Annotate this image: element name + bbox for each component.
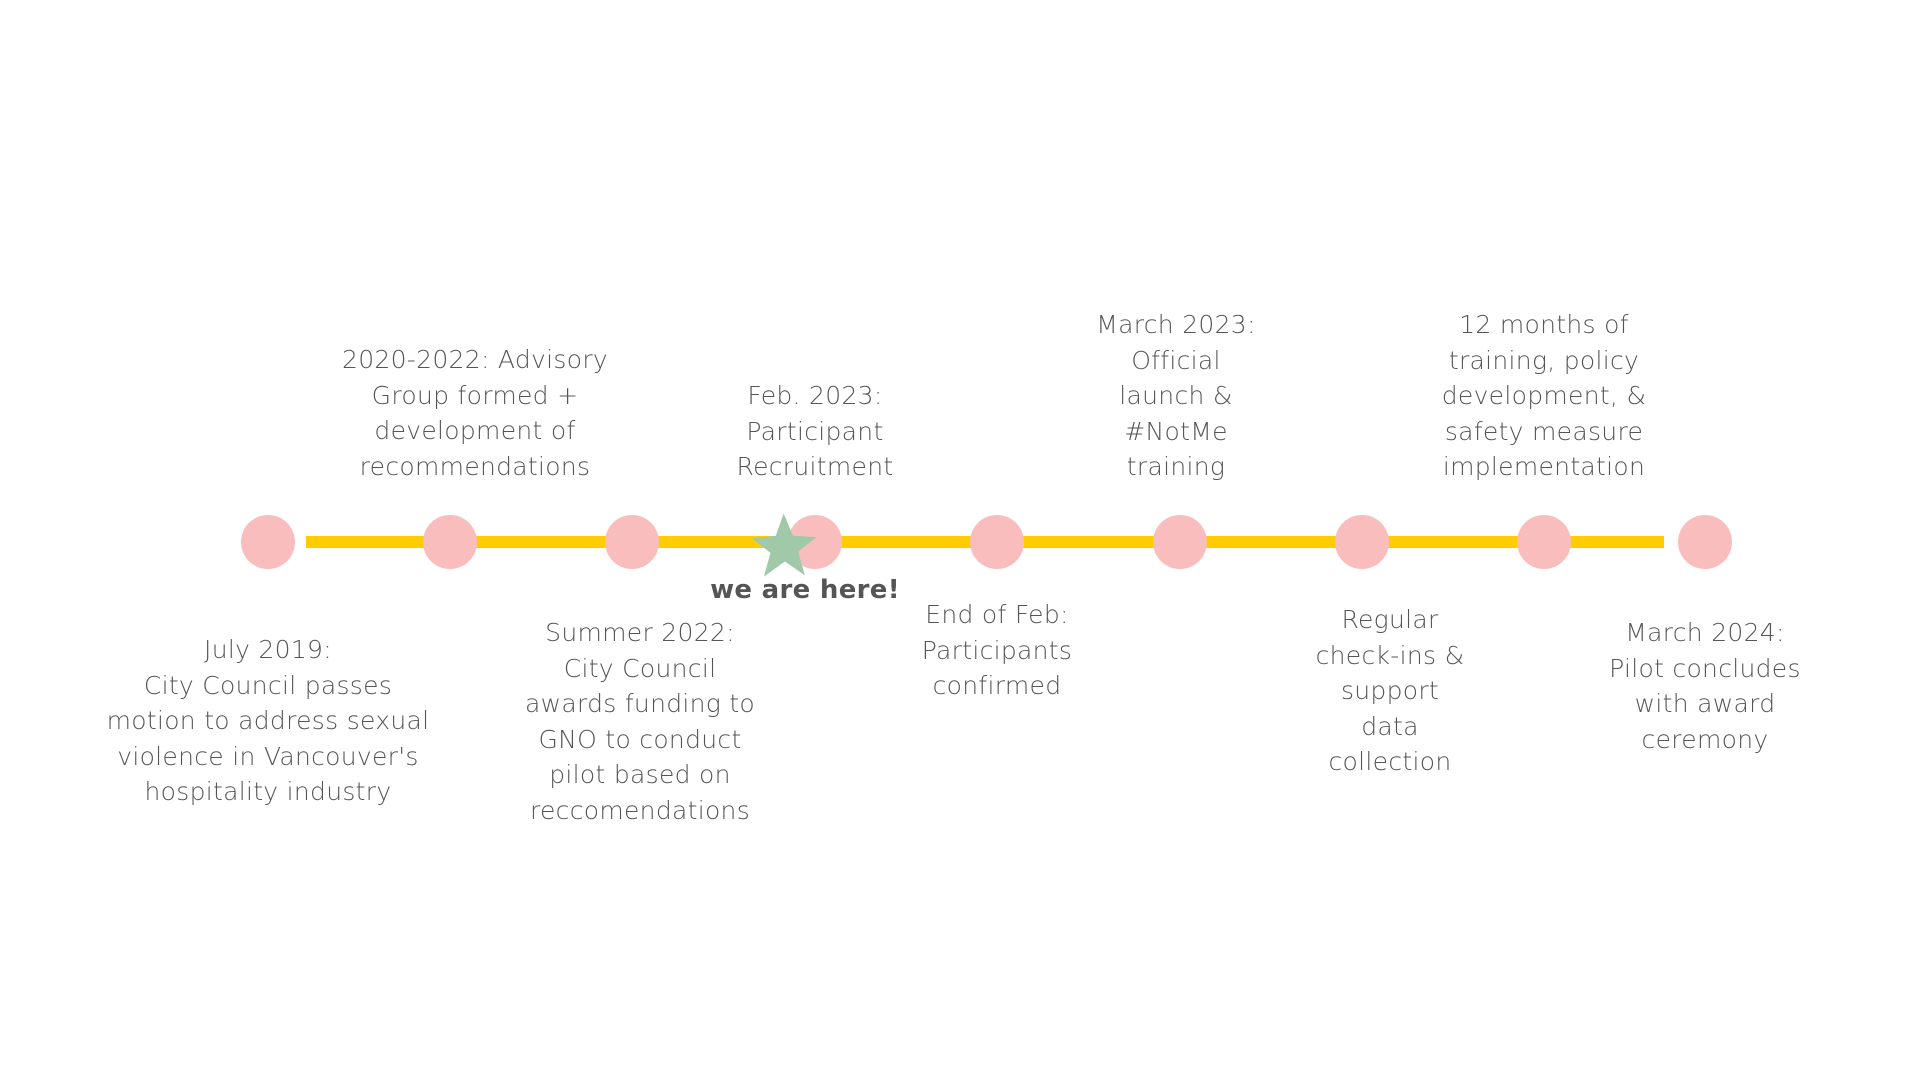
label-line: Feb. 2023: — [747, 381, 883, 410]
label-line: Participant — [746, 416, 884, 446]
label-line: Summer 2022: — [545, 618, 735, 647]
label-line: collection — [1328, 747, 1452, 776]
milestone-node-12-months — [1517, 515, 1571, 569]
milestone-label-march-2023: March 2023: Official launch & #NotMe tra… — [1011, 307, 1341, 485]
label-line: March 2023: — [1096, 310, 1256, 339]
label-line: Participants — [921, 635, 1073, 665]
milestone-label-march-2024: March 2024: Pilot concludes with award c… — [1540, 615, 1870, 757]
milestone-label-12-months: 12 months of training, policy developmen… — [1379, 307, 1709, 485]
label-line: City Council passes — [143, 670, 393, 700]
current-position-label: we are here! — [710, 575, 900, 605]
label-line: ceremony — [1641, 724, 1769, 754]
label-line: #NotMe — [1124, 416, 1228, 446]
label-line: recommendations — [359, 451, 591, 481]
label-line: City Council — [563, 653, 717, 683]
milestone-node-march-2024 — [1678, 515, 1732, 569]
label-line: development of — [374, 416, 576, 445]
label-line: training — [1126, 452, 1226, 481]
label-line: confirmed — [932, 671, 1062, 700]
label-line: Pilot concludes — [1609, 653, 1801, 683]
milestone-node-march-2023 — [1153, 515, 1207, 569]
label-line: GNO to conduct — [538, 724, 742, 754]
milestone-label-regular-check-ins: Regular check-ins & support data collect… — [1225, 602, 1555, 780]
milestone-node-end-of-feb — [970, 515, 1024, 569]
label-line: Recruitment — [736, 452, 894, 481]
milestone-node-july-2019 — [241, 515, 295, 569]
label-line: March 2024: — [1625, 618, 1785, 647]
milestone-label-end-of-feb: End of Feb: Participants confirmed — [832, 597, 1162, 704]
label-line: support — [1340, 676, 1440, 705]
label-line: awards funding to — [524, 689, 756, 718]
label-line: 12 months of — [1459, 310, 1629, 339]
label-line: check-ins & — [1315, 640, 1465, 670]
milestone-label-2020-2022: 2020-2022: Advisory Group formed + devel… — [310, 342, 640, 484]
label-line: Group formed + — [371, 380, 579, 410]
label-line: hospitality industry — [144, 777, 392, 806]
label-line: safety measure — [1444, 416, 1644, 446]
label-line: violence in Vancouver's — [117, 741, 419, 771]
label-line: development, & — [1441, 381, 1647, 410]
label-line: data — [1361, 711, 1419, 741]
milestone-node-regular-check-ins — [1335, 515, 1389, 569]
milestone-label-july-2019: July 2019: City Council passes motion to… — [103, 632, 433, 810]
star-icon — [752, 513, 817, 577]
label-line: Regular — [1341, 605, 1439, 634]
label-line: End of Feb: — [925, 600, 1069, 629]
label-line: Official — [1131, 345, 1221, 375]
label-line: July 2019: — [204, 635, 332, 664]
label-line: launch & — [1119, 381, 1233, 410]
label-line: with award — [1634, 689, 1776, 718]
label-line: training, policy — [1448, 345, 1640, 375]
label-line: 2020-2022: Advisory — [341, 345, 608, 374]
milestone-node-summer-2022 — [605, 515, 659, 569]
milestone-node-2020-2022 — [423, 515, 477, 569]
label-line: reccomendations — [529, 795, 751, 825]
label-line: motion to address sexual — [106, 706, 430, 735]
milestone-label-summer-2022: Summer 2022: City Council awards funding… — [475, 615, 805, 828]
label-line: pilot based on — [549, 760, 731, 789]
label-line: implementation — [1442, 452, 1646, 481]
milestone-label-feb-2023: Feb. 2023: Participant Recruitment — [650, 378, 980, 485]
